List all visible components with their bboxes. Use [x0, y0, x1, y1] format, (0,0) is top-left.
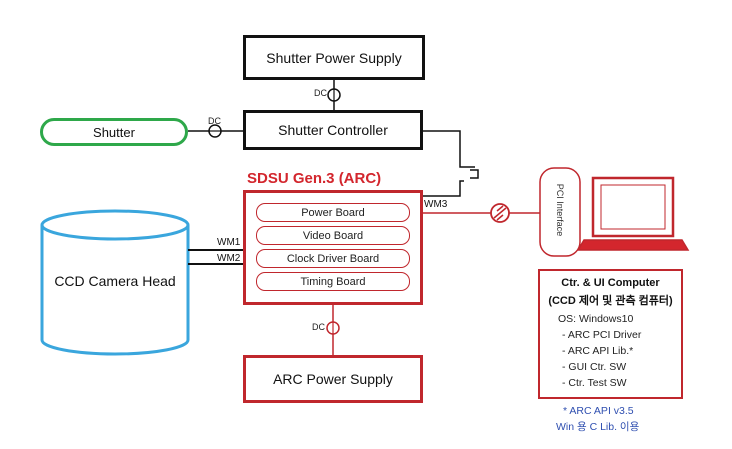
arc-power-supply-label: ARC Power Supply — [273, 371, 393, 387]
computer-info-subtitle: (CCD 제어 및 관측 컴퓨터) — [548, 295, 673, 307]
laptop-icon — [576, 176, 690, 251]
wm1-label: WM1 — [217, 237, 241, 248]
arc-controller-box: Power Board Video Board Clock Driver Boa… — [243, 190, 423, 305]
wm3-label: WM3 — [424, 199, 448, 210]
software-item: - GUI Ctr. SW — [562, 361, 627, 373]
video-board: Video Board — [256, 226, 410, 245]
clock-driver-board: Clock Driver Board — [256, 249, 410, 268]
computer-info-title: Ctr. & UI Computer — [561, 277, 660, 289]
ccd-camera-head-label: CCD Camera Head — [54, 273, 176, 289]
power-board: Power Board — [256, 203, 410, 222]
shutter-controller-label: Shutter Controller — [278, 122, 388, 138]
software-item: - ARC PCI Driver — [562, 329, 642, 341]
os-line: OS: Windows10 — [558, 313, 634, 325]
software-item: - Ctr. Test SW — [562, 377, 627, 389]
wire-break-icon — [470, 169, 479, 179]
controller-right-wire — [421, 130, 475, 168]
pci-interface-label: PCI Interface — [555, 183, 565, 237]
shutter-label: Shutter — [93, 124, 135, 140]
dc-label-bottom: DC — [312, 322, 325, 332]
dc-label-left: DC — [208, 116, 221, 126]
shutter-power-supply-box: Shutter Power Supply — [243, 35, 425, 80]
timing-board: Timing Board — [256, 272, 410, 291]
software-item: - ARC API Lib.* — [562, 345, 634, 357]
pci-interface-shape — [539, 167, 581, 257]
wm2-label: WM2 — [217, 253, 241, 264]
dc-label-top: DC — [314, 88, 327, 98]
shutter-controller-box: Shutter Controller — [243, 110, 423, 150]
arc-power-supply-box: ARC Power Supply — [243, 355, 423, 403]
arc-title: SDSU Gen.3 (ARC) — [247, 170, 382, 187]
computer-info-box: Ctr. & UI Computer (CCD 제어 및 관측 컴퓨터) OS:… — [538, 269, 683, 399]
shutter-power-supply-label: Shutter Power Supply — [266, 49, 402, 66]
api-note-line2: Win 용 C Lib. 이용 — [556, 421, 640, 433]
ccd-camera-head-shape — [40, 209, 190, 356]
shutter-shape: Shutter — [40, 118, 188, 146]
api-note-line1: * ARC API v3.5 — [563, 405, 634, 417]
